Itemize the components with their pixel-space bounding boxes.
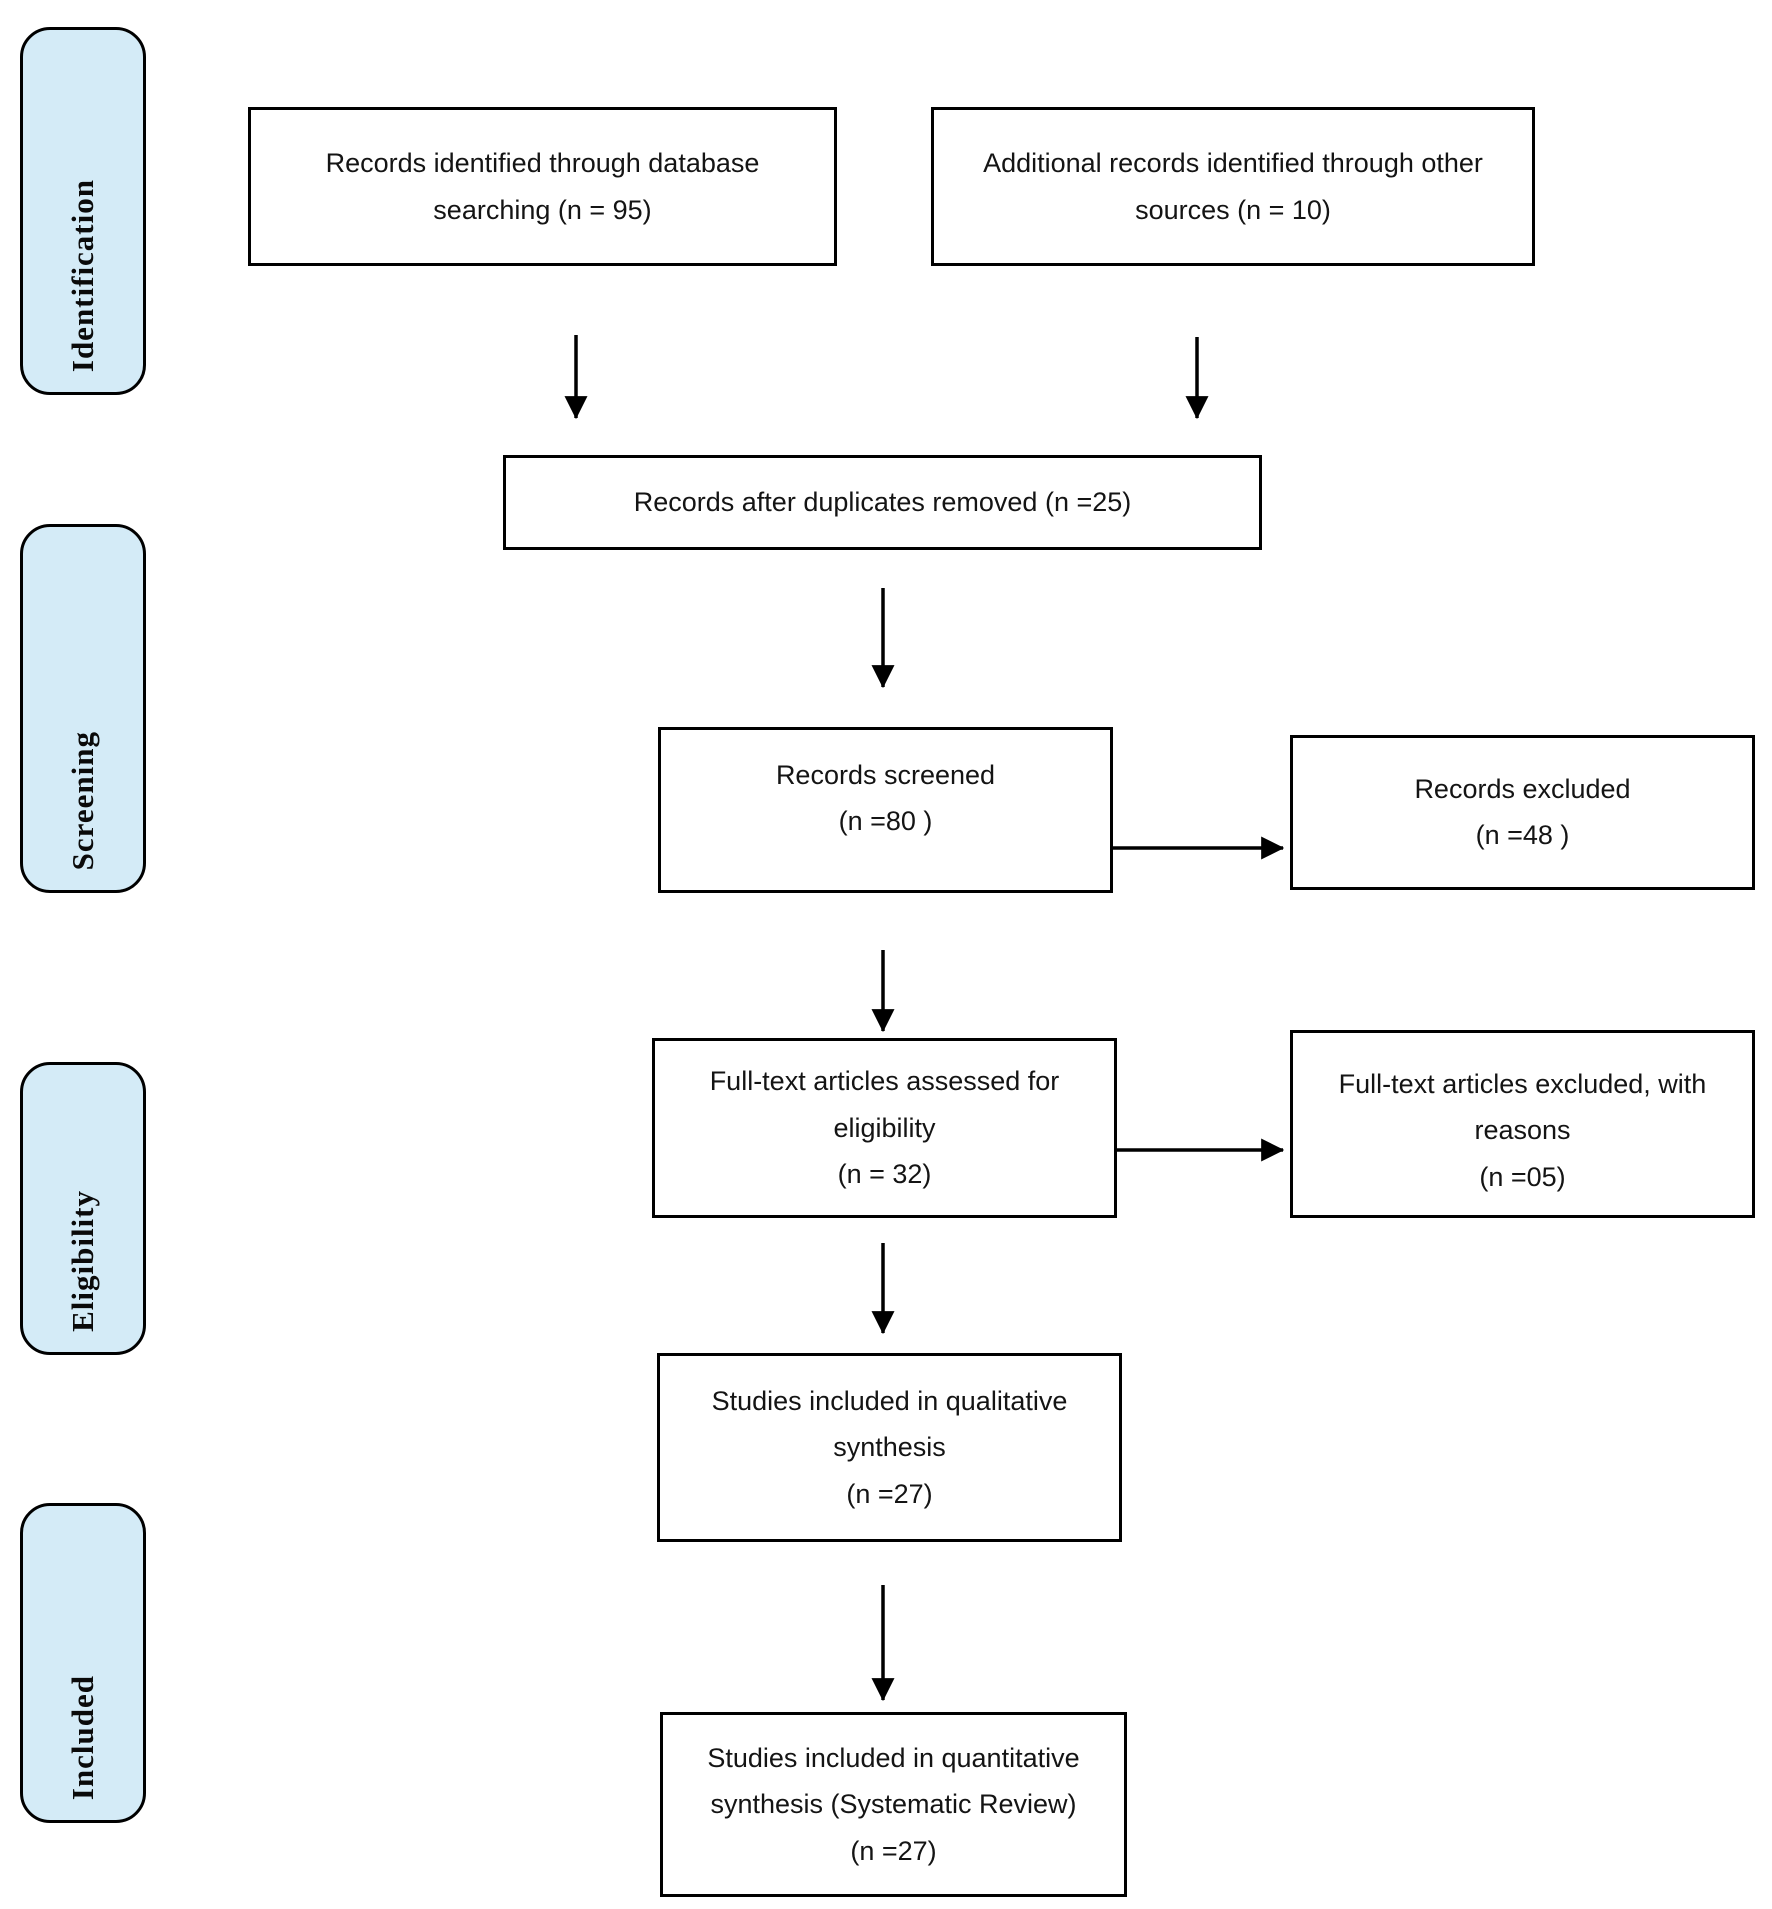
- box-after-duplicates-text: Records after duplicates removed (n =25): [633, 487, 1132, 518]
- box-records-screened: Records screened (n =80 ): [658, 727, 1113, 893]
- box-fulltext-excluded-text: Full-text articles excluded, with reason…: [1338, 1069, 1707, 1192]
- box-records-excluded: Records excluded (n =48 ): [1290, 735, 1755, 890]
- box-qualitative-synthesis-text: Studies included in qualitative synthesi…: [711, 1385, 1068, 1509]
- box-records-identified: Records identified through database sear…: [248, 107, 837, 266]
- box-fulltext-excluded: Full-text articles excluded, with reason…: [1290, 1030, 1755, 1218]
- stage-pill-included: Included: [20, 1503, 146, 1823]
- box-quantitative-synthesis-text: Studies included in quantitative synthes…: [707, 1742, 1080, 1866]
- box-fulltext-assessed: Full-text articles assessed for eligibil…: [652, 1038, 1117, 1218]
- box-records-excluded-text: Records excluded (n =48 ): [1414, 774, 1631, 851]
- box-records-screened-text: Records screened (n =80 ): [775, 760, 996, 837]
- stage-label-screening: Screening: [65, 730, 100, 870]
- stage-pill-identification: Identification: [20, 27, 146, 395]
- box-records-identified-text: Records identified through database sear…: [325, 148, 760, 225]
- box-fulltext-assessed-text: Full-text articles assessed for eligibil…: [709, 1066, 1060, 1190]
- stage-pill-screening: Screening: [20, 524, 146, 893]
- stage-label-included: Included: [65, 1674, 100, 1800]
- box-additional-records: Additional records identified through ot…: [931, 107, 1535, 266]
- box-quantitative-synthesis: Studies included in quantitative synthes…: [660, 1712, 1127, 1897]
- box-after-duplicates: Records after duplicates removed (n =25): [503, 455, 1262, 550]
- box-qualitative-synthesis: Studies included in qualitative synthesi…: [657, 1353, 1122, 1542]
- stage-label-identification: Identification: [65, 178, 100, 372]
- stage-label-eligibility: Eligibility: [65, 1190, 100, 1332]
- stage-pill-eligibility: Eligibility: [20, 1062, 146, 1355]
- box-additional-records-text: Additional records identified through ot…: [983, 148, 1483, 225]
